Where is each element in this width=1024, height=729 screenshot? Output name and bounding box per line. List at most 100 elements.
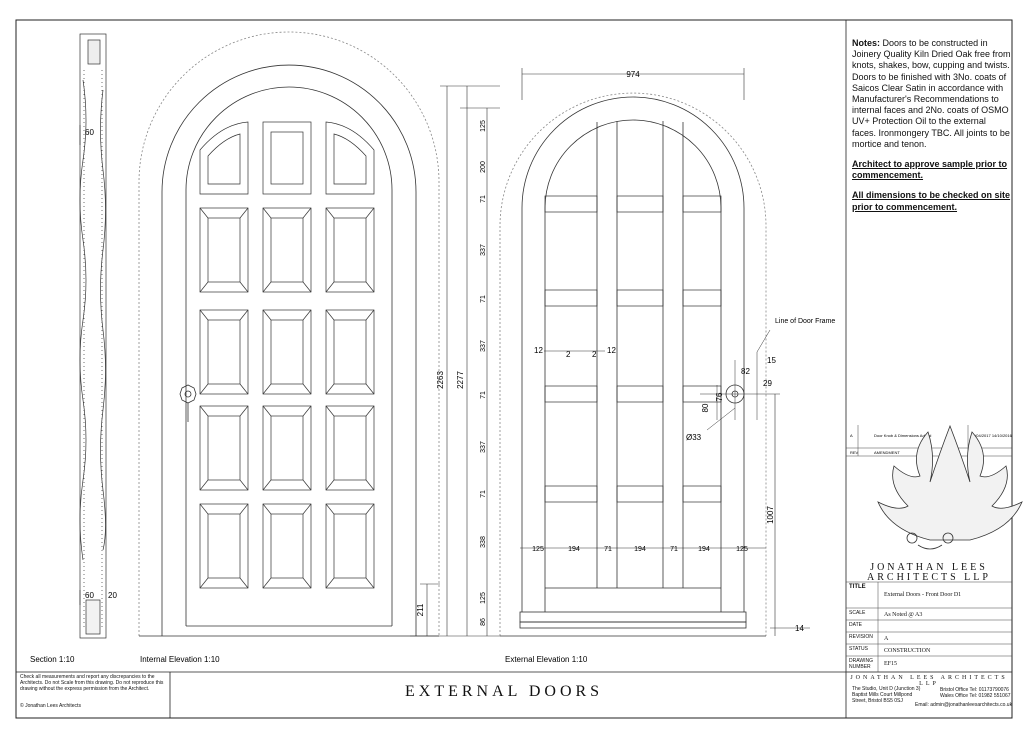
height-dim-label: 86 [480, 618, 487, 626]
drawing-number-value: EF15 [884, 661, 898, 667]
dim-sill: 14 [795, 624, 804, 633]
firm-name-line2: ARCHITECTS LLP [867, 572, 991, 583]
rail [544, 195, 722, 213]
height-dim-label: 71 [480, 391, 487, 399]
height-dim-label: 337 [480, 340, 487, 352]
dim-slot-right-b: 2 [592, 350, 597, 359]
width-dim-label: 71 [670, 546, 678, 553]
raised-panel [325, 405, 375, 491]
dim-handle-dia: Ø33 [686, 433, 702, 442]
height-dim-label: 337 [480, 441, 487, 453]
external-elevation [499, 92, 767, 637]
section-dim-bottom: 60 [85, 591, 94, 600]
raised-panel [262, 207, 312, 293]
height-dim-label: 200 [480, 161, 487, 173]
dim-handle-82: 82 [741, 367, 750, 376]
section-view [79, 33, 107, 639]
email: Email: admin@jonathanleesarchitects.co.u… [915, 702, 1013, 708]
dim-bottom: 211 [416, 603, 425, 616]
width-dim-label: 194 [634, 546, 646, 553]
address: The Studio, Unit D (Junction 3) Baptist … [852, 686, 921, 704]
notes-lead: Notes: [852, 38, 881, 48]
dim-slot-left-a: 12 [534, 346, 543, 355]
width-dim-label: 125 [532, 546, 544, 553]
dim-right-height: 1007 [766, 506, 775, 524]
raised-panel [325, 309, 375, 395]
height-dim-label: 71 [480, 490, 487, 498]
rail [544, 289, 722, 307]
dim-overall-width: 974 [626, 70, 640, 79]
raised-panel [325, 207, 375, 293]
internal-panels [199, 121, 375, 589]
section-dim-top: 60 [85, 128, 94, 137]
internal-elevation [138, 31, 440, 637]
section-dim-side: 20 [108, 591, 117, 600]
raised-panel [199, 207, 249, 293]
status-value: CONSTRUCTION [884, 648, 931, 654]
external-rails [544, 195, 722, 503]
disclaimer: Check all measurements and report any di… [20, 674, 164, 692]
dim-total-a: 2277 [456, 371, 465, 389]
dim-handle-15: 15 [767, 356, 776, 365]
width-dim-label: 194 [568, 546, 580, 553]
rev-header-rev: REV [850, 450, 859, 455]
scale-value: As Noted @ A3 [884, 612, 923, 618]
height-dim-label: 338 [480, 536, 487, 548]
dim-slot-right-a: 12 [607, 346, 616, 355]
title-block-grid [846, 581, 1012, 673]
drawing-number-label: DRAWING NUMBER [849, 658, 873, 670]
firm-logo [877, 424, 1023, 550]
notes-approve: Architect to approve sample prior to com… [852, 159, 1008, 181]
height-dim-label: 71 [480, 195, 487, 203]
wales-office: Wales Office Tel: 01982 551067 [940, 693, 1011, 699]
title-value: External Doors - Front Door D1 [884, 592, 962, 598]
height-dimensions [410, 85, 500, 637]
notes-body: Doors to be constructed in Joinery Quali… [852, 38, 1011, 149]
rev-row-date: 11/04/2017 14/10/2016 [971, 433, 1013, 438]
dim-slot-left-b: 2 [566, 350, 571, 359]
copyright: © Jonathan Lees Architects [20, 703, 81, 709]
height-dim-label: 71 [480, 295, 487, 303]
rail [544, 385, 722, 403]
top-panels [199, 121, 375, 195]
raised-panel [262, 405, 312, 491]
caption-section: Section 1:10 [30, 655, 75, 664]
title-label: TITLE [849, 584, 866, 590]
firm-footer: JONATHAN LEES ARCHITECTS LLP [850, 675, 1008, 687]
raised-panel [262, 309, 312, 395]
rail [544, 485, 722, 503]
dim-total-b: 2263 [436, 371, 445, 389]
raised-panel [262, 503, 312, 589]
status-label: STATUS [849, 646, 868, 652]
notes-check: All dimensions to be checked on site pri… [852, 190, 1011, 212]
height-dim-label: 337 [480, 244, 487, 256]
width-dim-label: 194 [698, 546, 710, 553]
height-dim-label: 125 [480, 120, 487, 132]
label-door-frame: Line of Door Frame [775, 318, 835, 325]
dim-handle-76: 76 [715, 392, 724, 401]
raised-panel [199, 503, 249, 589]
dim-handle-29: 29 [763, 379, 772, 388]
rev-row-desc: Door Knob & Dimensions Added [874, 433, 931, 438]
width-dim-label: 125 [736, 546, 748, 553]
raised-panel [325, 503, 375, 589]
firm-name: JONATHAN LEES ARCHITECTS LLP [848, 563, 1010, 583]
revision-label: REVISION [849, 634, 873, 640]
bristol-office: Bristol Office Tel: 01173790076 [940, 687, 1009, 693]
scale-label: SCALE [849, 610, 866, 616]
notes-block: Notes: Doors to be constructed in Joiner… [852, 38, 1012, 222]
caption-external: External Elevation 1:10 [505, 655, 588, 664]
raised-panel [199, 309, 249, 395]
date-label: DATE [849, 622, 862, 628]
revision-value: A [884, 636, 889, 642]
sheet-title: EXTERNAL DOORS [405, 683, 604, 700]
rev-header-desc: AMENDMENT [874, 450, 900, 455]
door-knob-internal [179, 384, 197, 422]
raised-panel [199, 405, 249, 491]
dim-handle-80: 80 [701, 403, 710, 412]
firm-name-line1: JONATHAN LEES [870, 562, 988, 573]
